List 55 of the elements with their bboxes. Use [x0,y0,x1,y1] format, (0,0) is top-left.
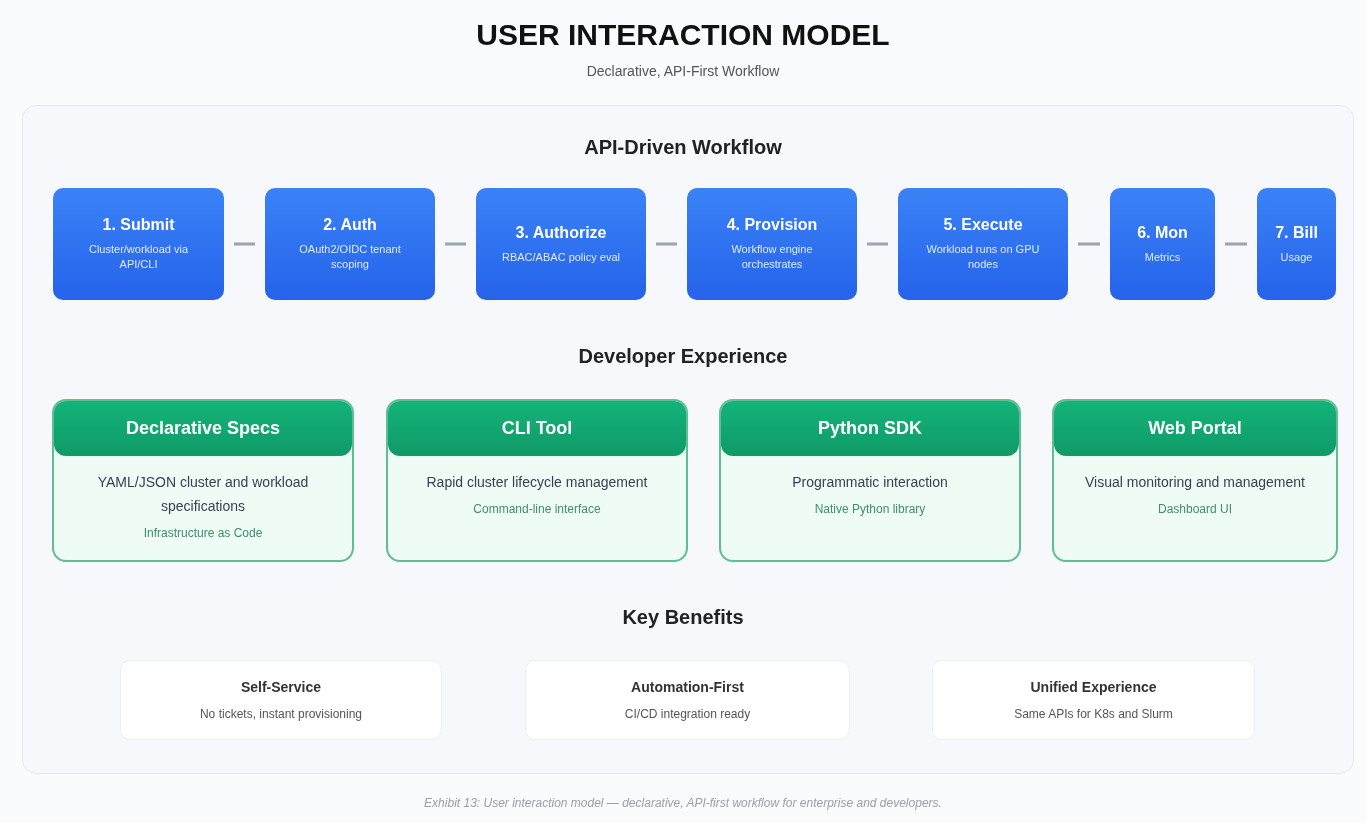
step-description: Usage [1280,250,1313,263]
card-description: YAML/JSON cluster and workload specifications [97,474,309,514]
benefit-title: Unified Experience [1030,679,1157,695]
card-title: Declarative Specs [54,401,352,456]
card-description: Rapid cluster lifecycle management [426,474,648,490]
card-footnote: Command-line interface [473,502,601,516]
step-title: 3. Authorize [515,223,607,241]
card-title: Python SDK [721,401,1019,456]
card-title: CLI Tool [388,401,686,456]
step-description: RBAC/ABAC policy eval [502,250,620,263]
step-description: Workflow engine orchestrates [731,243,813,270]
card-description: Visual monitoring and management [1085,474,1305,490]
connector-line [234,242,255,246]
caption: Exhibit 13: User interaction model — declarative, API-first workflow for enterprise and developers. [424,796,942,810]
step-description: Workload runs on GPU nodes [926,243,1040,270]
card-footnote: Infrastructure as Code [143,526,263,540]
connector-line [1078,242,1100,246]
connector-line [445,242,466,246]
step-box [1110,188,1215,300]
title: USER INTERACTION MODEL [476,18,890,51]
tool-card [719,399,1021,562]
benefit-title: Self-Service [240,679,322,695]
connector-line [656,242,677,246]
card-footnote: Dashboard UI [1157,502,1232,516]
card-description: Programmatic interaction [792,474,948,490]
card-title: Web Portal [1054,401,1336,456]
step-box [687,188,857,300]
benefit-description: Same APIs for K8s and Slurm [1014,707,1173,721]
step-title: 5. Execute [943,216,1023,233]
tool-card [386,399,688,562]
connector-line [867,242,888,246]
step-title: 6. Mon [1137,223,1188,241]
step-box [1257,188,1336,300]
step-title: 2. Auth [323,216,377,233]
benefit-description: CI/CD integration ready [624,707,751,721]
step-description: Cluster/workload via API/CLI [88,243,188,270]
card-footnote: Native Python library [814,502,926,516]
step-title: 1. Submit [102,216,175,233]
step-description: OAuth2/OIDC tenant scoping [299,243,401,270]
step-title: 7. Bill [1275,223,1318,241]
benefit-description: No tickets, instant provisioning [199,707,363,721]
step-box [265,188,435,300]
tool-card [1052,399,1338,562]
section-heading: Developer Experience [578,345,788,367]
benefit-title: Automation-First [631,679,744,695]
step-description: Metrics [1144,250,1181,263]
section-heading: API-Driven Workflow [584,136,782,158]
step-title: 4. Provision [726,216,818,233]
section-heading: Key Benefits [622,606,744,628]
tool-card [52,399,354,562]
connector-line [1225,242,1247,246]
step-box [53,188,224,300]
subtitle: Declarative, API-First Workflow [586,63,780,79]
step-box [898,188,1068,300]
step-box [476,188,646,300]
